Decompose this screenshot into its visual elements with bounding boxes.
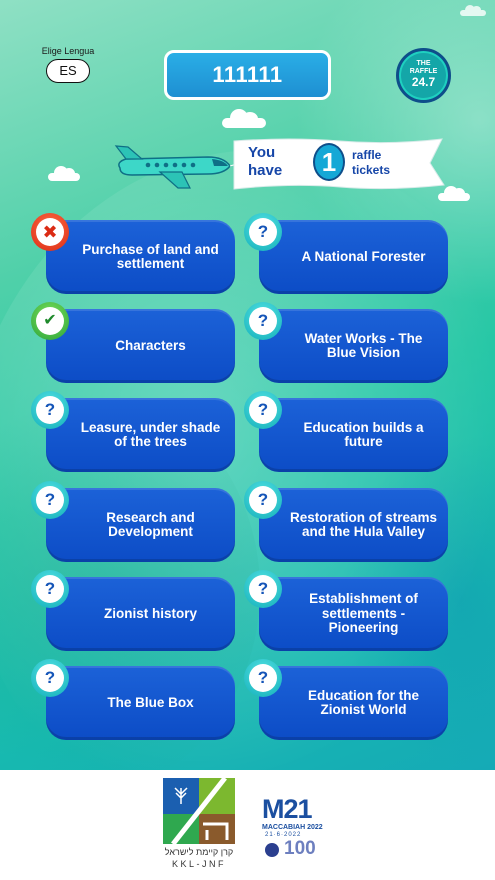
category-label: Education for the Zionist World xyxy=(308,687,419,717)
category-label: Purchase of land and settlement xyxy=(82,241,219,271)
category-label: A National Forester xyxy=(301,248,426,264)
question-icon: ? xyxy=(244,391,282,429)
category-water-works-the-blue-vision[interactable]: Water Works - The Blue Vision xyxy=(259,309,448,383)
category-establishment-of-settlements-pioneering[interactable]: Establishment of settlements - Pioneerin… xyxy=(259,577,448,651)
kkl-hebrew-text: קרן קיימת לישראל xyxy=(164,847,234,857)
raffle-badge-line2: RAFFLE xyxy=(409,68,438,75)
player-code: 111111 xyxy=(164,50,331,100)
category-characters[interactable]: Characters xyxy=(46,309,235,383)
question-icon: ? xyxy=(31,391,69,429)
category-education-for-the-zionist-world[interactable]: Education for the Zionist World xyxy=(259,666,448,740)
cloud-icon xyxy=(460,5,486,16)
category-label: Establishment of settlements - Pioneerin… xyxy=(309,591,418,636)
category-label: Leasure, under shade of the trees xyxy=(80,419,221,449)
category-restoration-of-streams-and-the-hula-valley[interactable]: Restoration of streams and the Hula Vall… xyxy=(259,488,448,562)
question-icon: ? xyxy=(244,481,282,519)
category-education-builds-a-future[interactable]: Education builds a future xyxy=(259,398,448,472)
language-selector: Elige Lengua ES xyxy=(28,46,108,83)
emblem-icon xyxy=(265,843,279,857)
maccabiah-year: MACCABIAH 2022 xyxy=(262,824,323,831)
category-label: Research and Development xyxy=(106,509,195,539)
airplane-icon xyxy=(114,145,237,189)
banner-raffle: raffle xyxy=(352,148,382,162)
background: Elige Lengua ES 111111 THE RAFFLE 24.7 xyxy=(0,0,495,770)
question-icon: ? xyxy=(244,302,282,340)
cloud-icon xyxy=(222,109,266,128)
centennial-mark: 100 xyxy=(284,838,316,859)
check-icon: ✔ xyxy=(31,302,69,340)
question-icon: ? xyxy=(31,481,69,519)
x-icon: ✖ xyxy=(31,213,69,251)
language-label: Elige Lengua xyxy=(41,46,95,56)
banner-have: have xyxy=(248,162,283,179)
question-icon: ? xyxy=(31,659,69,697)
question-icon: ? xyxy=(244,659,282,697)
maccabiah-dates: 21·6·2022 xyxy=(265,832,302,838)
banner-tickets: tickets xyxy=(352,163,391,177)
language-button[interactable]: ES xyxy=(46,59,90,83)
kkl-logo xyxy=(163,778,235,844)
raffle-badge-line1: THE xyxy=(416,60,431,67)
question-icon: ? xyxy=(244,570,282,608)
question-icon: ? xyxy=(31,570,69,608)
raffle-badge-line3: 24.7 xyxy=(411,75,436,89)
category-label: The Blue Box xyxy=(107,694,194,710)
maccabiah-mark: M21 xyxy=(262,794,313,824)
category-label: Education builds a future xyxy=(303,419,424,449)
banner-you: You xyxy=(248,144,276,161)
category-leasure-under-shade-of-the-trees[interactable]: Leasure, under shade of the trees xyxy=(46,398,235,472)
category-purchase-of-land-and-settlement[interactable]: Purchase of land and settlement xyxy=(46,220,235,294)
maccabiah-logo: M21 MACCABIAH 2022 21·6·2022 100 xyxy=(262,794,326,868)
footer: קרן קיימת לישראל KKL-JNF M21 MACCABIAH 2… xyxy=(0,770,495,880)
category-a-national-forester[interactable]: A National Forester xyxy=(259,220,448,294)
category-label: Zionist history xyxy=(103,605,197,621)
category-zionist-history[interactable]: Zionist history xyxy=(46,577,235,651)
kkl-english-text: KKL-JNF xyxy=(171,859,226,869)
cloud-icon xyxy=(48,166,80,181)
question-icon: ? xyxy=(244,213,282,251)
category-the-blue-box[interactable]: The Blue Box xyxy=(46,666,235,740)
ticket-count: 1 xyxy=(313,143,345,181)
category-research-and-development[interactable]: Research and Development xyxy=(46,488,235,562)
category-label: Water Works - The Blue Vision xyxy=(304,330,423,360)
category-label: Restoration of streams and the Hula Vall… xyxy=(289,509,438,539)
cloud-icon xyxy=(438,186,470,201)
raffle-badge[interactable]: THE RAFFLE 24.7 xyxy=(396,48,451,103)
category-label: Characters xyxy=(115,337,186,353)
tickets-banner: You have 1 raffle tickets xyxy=(230,135,446,193)
